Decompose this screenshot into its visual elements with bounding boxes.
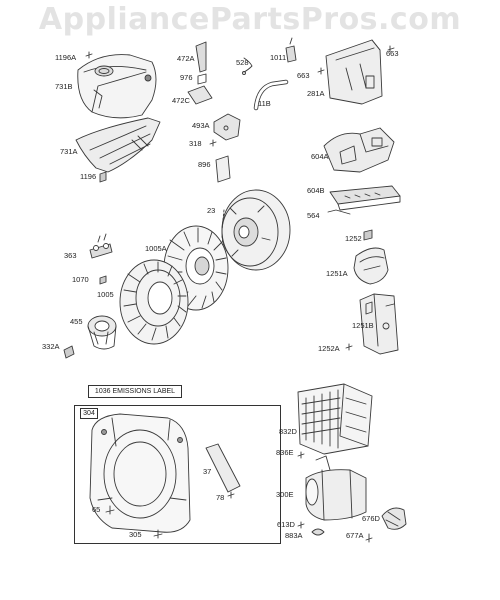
part-label-976: 976 xyxy=(180,73,193,82)
part-528-link xyxy=(243,57,253,73)
part-836E-screw xyxy=(297,451,305,459)
part-731B-tank-cover xyxy=(77,54,157,119)
part-label-1196: 1196 xyxy=(80,172,97,181)
part-label-1252: 1252 xyxy=(345,234,362,243)
part-label-332A: 332A xyxy=(42,342,60,351)
part-604B-plate xyxy=(329,185,401,211)
housing-group-tag: 304 xyxy=(80,408,98,419)
part-731A-shield xyxy=(75,117,161,173)
part-label-676D: 676D xyxy=(362,514,380,523)
part-281A-bracket xyxy=(325,39,383,105)
part-455-cup xyxy=(87,315,117,350)
part-label-11B: 11B xyxy=(258,99,271,108)
part-label-37: 37 xyxy=(203,467,212,476)
part-label-455: 455 xyxy=(70,317,83,326)
part-493A xyxy=(213,113,241,141)
part-1196A-screw xyxy=(85,51,93,59)
part-label-1252A: 1252A xyxy=(318,344,340,353)
part-976 xyxy=(197,73,207,85)
part-label-731B: 731B xyxy=(55,82,73,91)
part-1252A-screw xyxy=(345,343,353,351)
part-883A-gasket xyxy=(311,528,325,536)
part-1251A-cover xyxy=(353,247,389,285)
part-label-604A: 604A xyxy=(311,152,329,161)
part-label-1251B: 1251B xyxy=(352,321,374,330)
part-1005-screen xyxy=(119,259,189,345)
part-label-896: 896 xyxy=(198,160,211,169)
part-label-318: 318 xyxy=(189,139,202,148)
part-896 xyxy=(215,155,231,183)
part-label-493A: 493A xyxy=(192,121,210,130)
part-1011 xyxy=(285,45,297,63)
part-label-836E: 836E xyxy=(276,448,294,457)
part-label-883A: 883A xyxy=(285,531,303,540)
part-304-housing xyxy=(89,413,191,533)
part-1070-nut xyxy=(99,275,107,285)
part-label-300E: 300E xyxy=(276,490,294,499)
part-label-528: 528 xyxy=(236,58,249,67)
part-332A xyxy=(63,345,75,359)
part-472C xyxy=(187,85,213,105)
part-label-1005: 1005 xyxy=(97,290,114,299)
part-label-23: 23 xyxy=(207,206,216,215)
part-564-screw xyxy=(327,209,351,215)
part-label-604B: 604B xyxy=(307,186,325,195)
part-472A xyxy=(195,41,207,73)
part-1252 xyxy=(363,229,373,241)
part-label-65: 65 xyxy=(92,505,101,514)
part-label-1196A: 1196A xyxy=(55,53,77,62)
part-305-screw xyxy=(153,529,163,539)
part-677A-screw xyxy=(365,533,373,543)
part-604A-cover xyxy=(323,127,395,173)
part-label-78: 78 xyxy=(216,493,225,502)
part-label-731A: 731A xyxy=(60,147,78,156)
part-613D-screw xyxy=(297,521,305,529)
part-65-screw xyxy=(105,505,115,515)
part-663-screw xyxy=(387,45,395,53)
part-363-clamp xyxy=(89,233,113,259)
part-label-305: 305 xyxy=(129,530,142,539)
part-label-613D: 613D xyxy=(277,520,295,529)
part-label-363: 363 xyxy=(64,251,77,260)
part-label-1070: 1070 xyxy=(72,275,89,284)
part-label-1011: 1011 xyxy=(270,53,287,62)
part-78-clip xyxy=(227,491,235,499)
part-label-832D: 832D xyxy=(279,427,297,436)
housing-group-box xyxy=(74,405,281,544)
part-832D-guard xyxy=(297,383,373,455)
part-label-1251A: 1251A xyxy=(326,269,348,278)
part-label-472C: 472C xyxy=(172,96,190,105)
emissions-label-box: 1036 EMISSIONS LABEL xyxy=(88,385,182,398)
part-label-564: 564 xyxy=(307,211,320,220)
part-676D xyxy=(381,507,407,530)
part-label-663-top: 663 xyxy=(386,49,399,58)
part-label-1005A: 1005A xyxy=(145,244,167,253)
part-label-663-mid: 663 xyxy=(297,71,310,80)
part-318 xyxy=(209,139,217,147)
part-300E-muffler xyxy=(305,455,367,521)
part-37-plate xyxy=(205,443,241,493)
part-label-472A: 472A xyxy=(177,54,195,63)
watermark: AppliancePartsPros.com xyxy=(38,2,462,37)
part-1251B-bracket xyxy=(359,293,399,355)
part-23-flywheel xyxy=(221,189,291,271)
part-label-281A: 281A xyxy=(307,89,325,98)
part-label-677A: 677A xyxy=(346,531,364,540)
part-1196-clip xyxy=(99,171,107,183)
